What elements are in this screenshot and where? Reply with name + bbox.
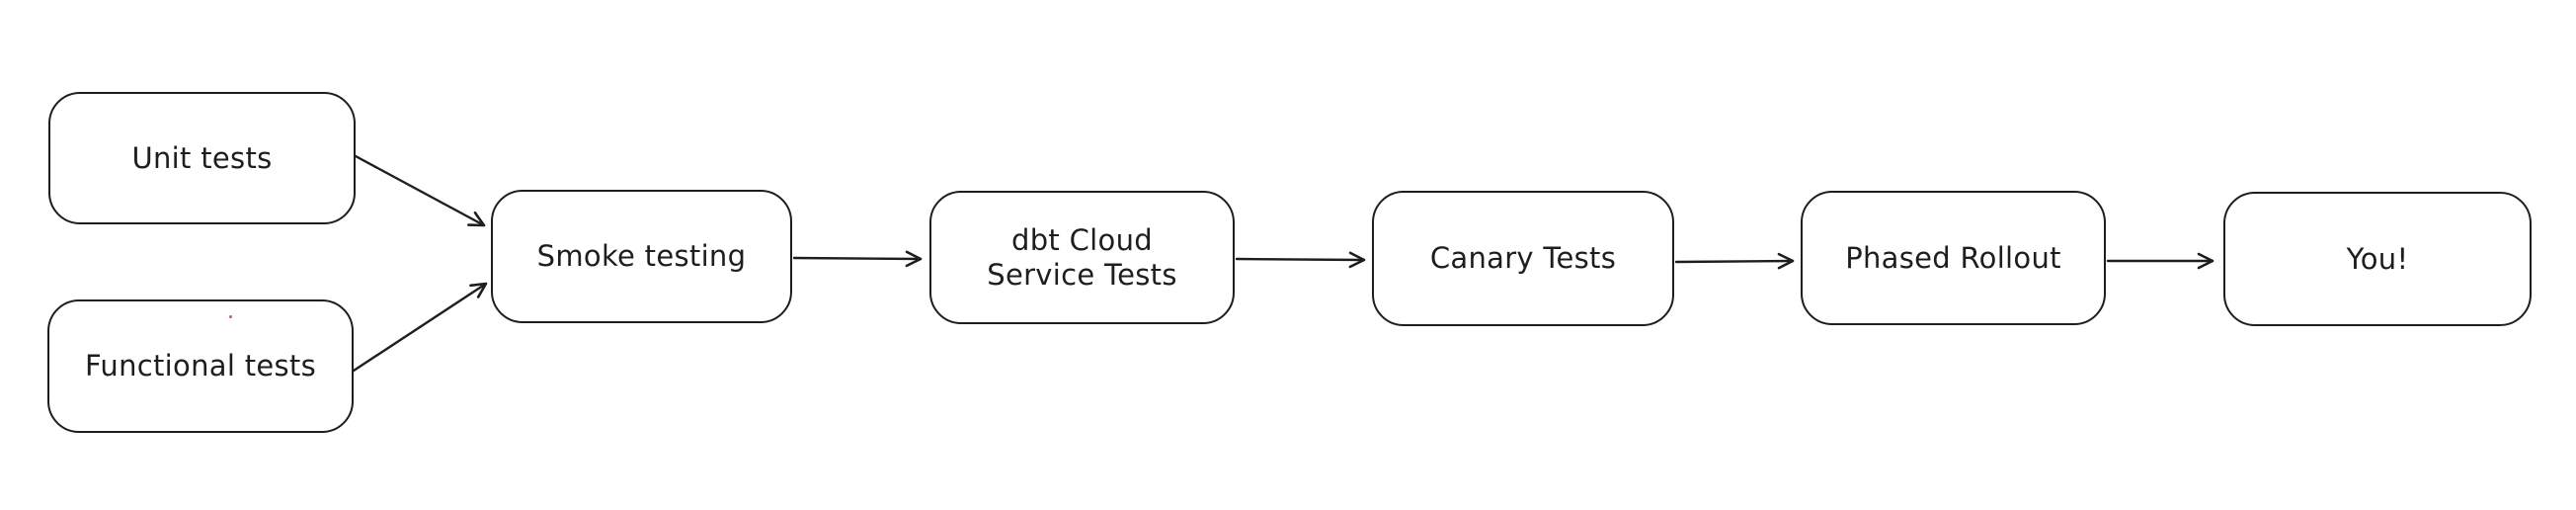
node-label-smoke-testing: Smoke testing (536, 239, 747, 273)
node-unit-tests: Unit tests (48, 92, 356, 224)
edge-dbt-cloud-service-tests-to-canary-tests (1235, 251, 1366, 269)
node-phased-rollout: Phased Rollout (1801, 191, 2106, 325)
edge-smoke-testing-to-dbt-cloud-service-tests (792, 250, 923, 268)
node-label-canary-tests: Canary Tests (1429, 241, 1617, 275)
edge-functional-tests-to-smoke-testing (352, 282, 488, 373)
stray-red-dot (229, 315, 232, 318)
node-dbt-cloud-service-tests: dbt Cloud Service Tests (929, 191, 1235, 324)
edge-canary-tests-to-phased-rollout (1674, 252, 1795, 270)
node-label-unit-tests: Unit tests (131, 140, 273, 175)
node-smoke-testing: Smoke testing (491, 190, 792, 323)
node-canary-tests: Canary Tests (1372, 191, 1674, 326)
node-label-you: You! (2346, 241, 2409, 276)
node-label-functional-tests: Functional tests (85, 349, 316, 382)
node-label-phased-rollout: Phased Rollout (1845, 240, 2061, 275)
node-label-dbt-cloud-service-tests: dbt Cloud Service Tests (987, 222, 1177, 292)
edge-unit-tests-to-smoke-testing (354, 154, 486, 227)
node-functional-tests: Functional tests (47, 299, 354, 433)
node-you: You! (2223, 192, 2532, 326)
